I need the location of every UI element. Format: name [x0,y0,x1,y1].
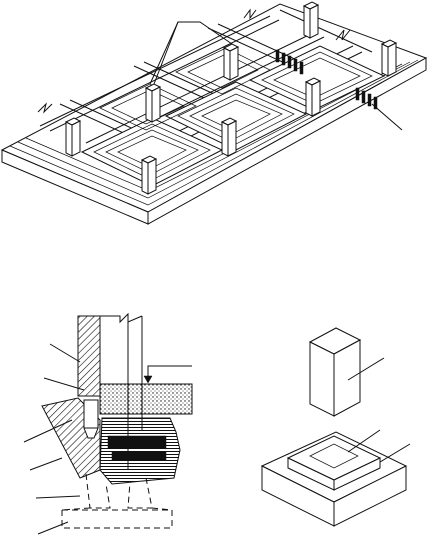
dashed-footing [85,473,111,509]
pit [248,45,386,111]
fill-soil [99,383,193,415]
pedestal [83,399,99,429]
pad-footing-isometric [260,327,411,527]
column-outline [100,312,143,324]
column [380,39,398,77]
rebar-hatch [275,49,304,75]
column [220,117,238,157]
column-socket [309,443,359,469]
leader-line [149,21,233,85]
level-marker [147,365,192,382]
footing-step [286,435,382,491]
rebar-hatch [355,87,378,110]
stepped-footing [99,417,181,485]
raft-foundation-grid [0,1,428,225]
column [64,117,82,157]
wall [77,315,101,397]
grid-beam [39,15,271,127]
column [144,83,162,123]
footing-section [23,312,193,535]
column [302,1,320,39]
column [222,43,240,81]
leader-line [347,357,385,381]
leader-line [371,103,403,131]
break-mark [37,102,53,114]
leader-line [49,343,81,363]
column [308,327,362,417]
column [140,155,158,195]
pit [99,47,271,131]
column [304,77,322,117]
